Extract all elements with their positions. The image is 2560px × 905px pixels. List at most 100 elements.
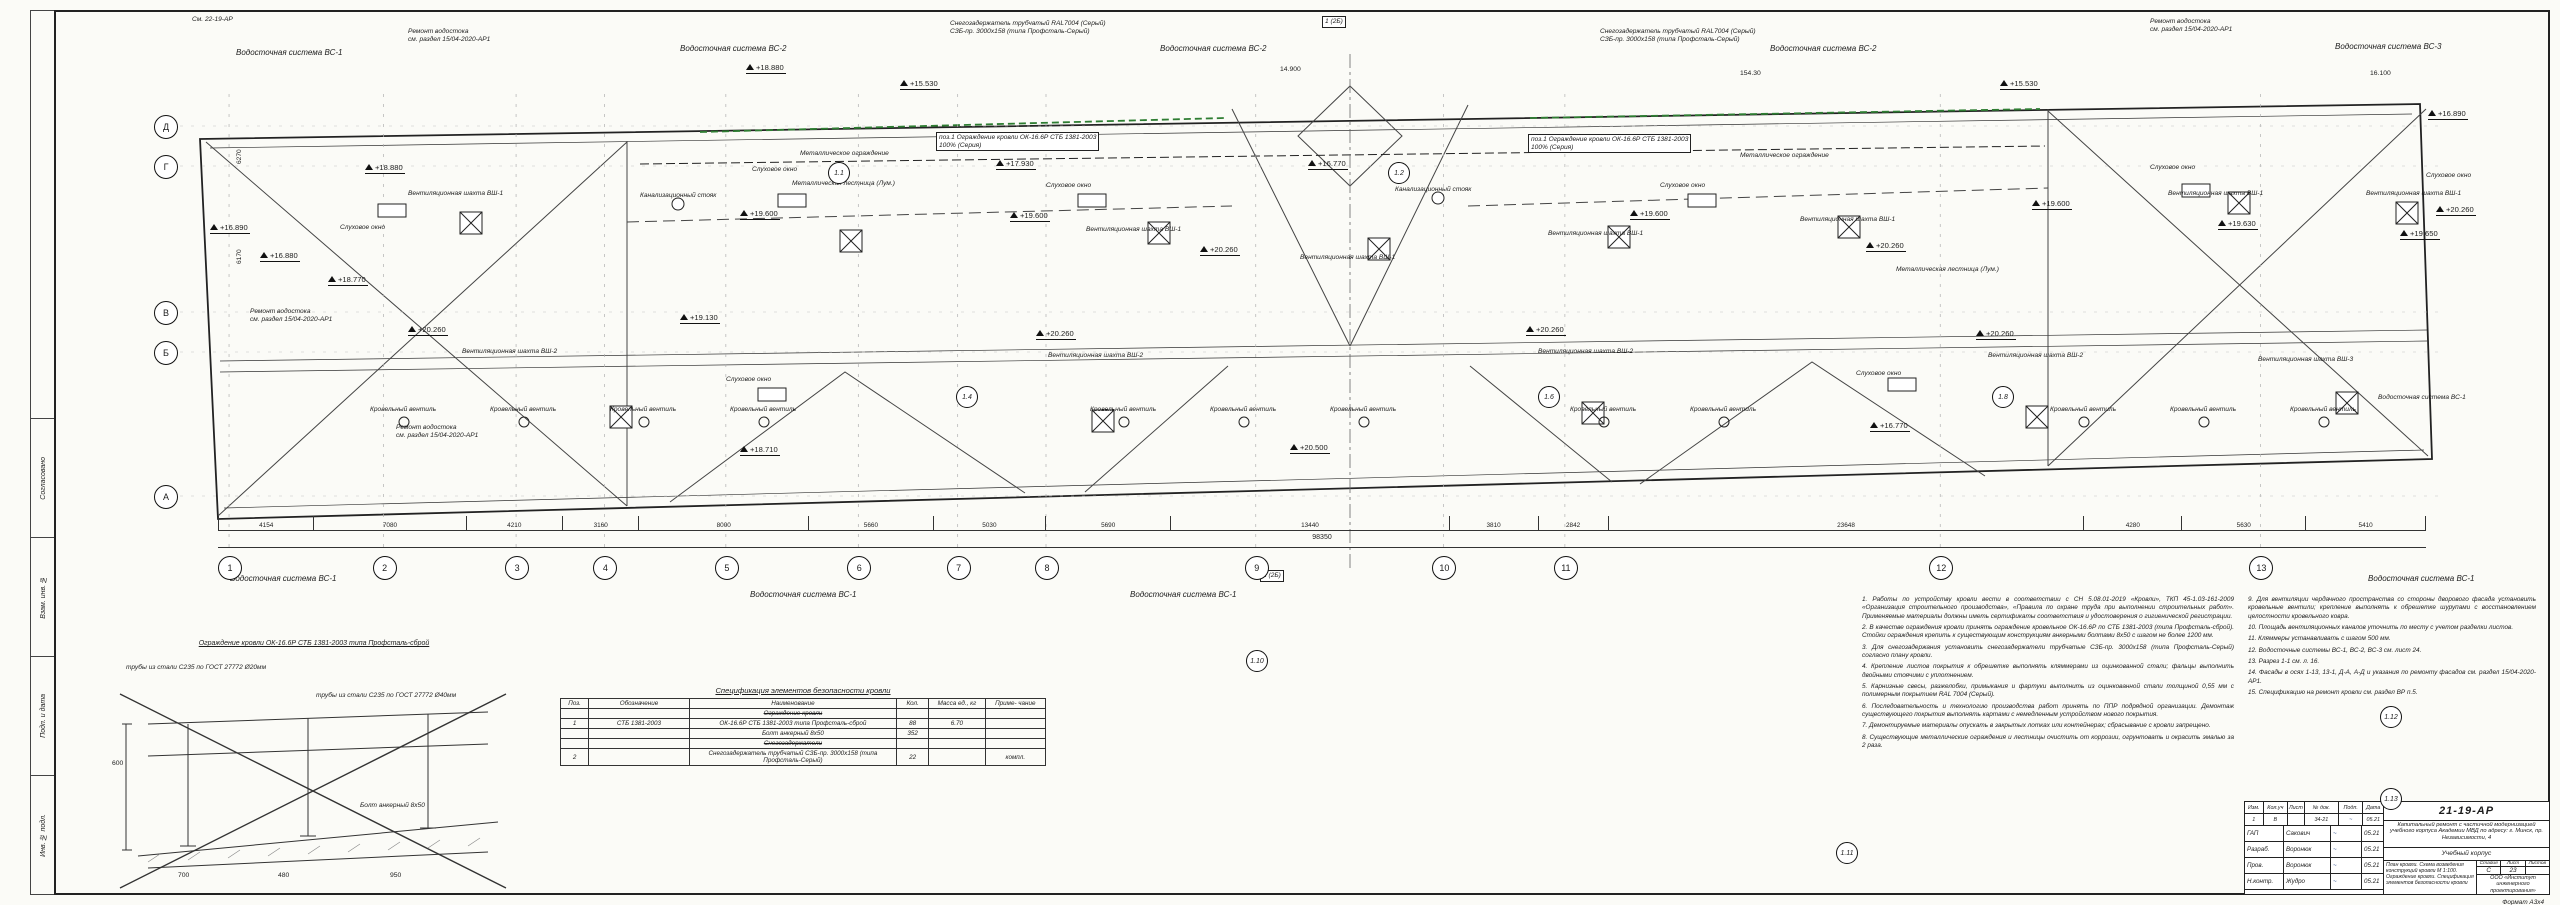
vent-shaft <box>1367 237 1391 261</box>
spec-cell <box>896 708 930 719</box>
rev-row-cell: В <box>2264 814 2289 825</box>
plan-label: Металлическое ограждение <box>1740 152 1829 159</box>
plan-label: Водосточная система ВС-1 <box>236 48 343 57</box>
plan-label: Водосточная система ВС-1 <box>750 590 857 599</box>
dimension-segment: 5030 <box>932 516 1045 530</box>
detail-label: 600 <box>112 760 124 767</box>
rev-header-cell: Лист <box>2288 802 2305 813</box>
plan-label: Ремонт водостока см. раздел 15/04-2020-А… <box>408 28 491 43</box>
vent-shaft <box>609 405 633 429</box>
plan-label: Вентиляционная шахта ВШ-1 <box>1548 230 1644 237</box>
format-label: Формат А3х4 <box>2502 899 2544 905</box>
spec-cell <box>588 708 690 719</box>
roof-vent-label: Кровельный вентиль <box>2050 406 2117 413</box>
spec-cell: 1 <box>559 718 590 729</box>
plan-label: +20.500 <box>1290 443 1330 454</box>
roof-vent <box>758 416 770 428</box>
spec-col-header: Приме- чание <box>984 698 1047 709</box>
sheet-callout: 1.11 <box>1836 842 1858 864</box>
stage-value: С <box>2477 866 2502 874</box>
plan-label: +19.600 <box>1010 211 1050 222</box>
dormer-window <box>1077 193 1107 208</box>
plan-label: +19.600 <box>740 209 780 220</box>
plan-label: +18.880 <box>365 163 405 174</box>
spec-cell: 22 <box>896 748 930 766</box>
spec-cell <box>559 728 590 739</box>
plan-label: +20.260 <box>1200 245 1240 256</box>
axis-circle-bottom: 1 <box>218 556 243 580</box>
dormer-window <box>377 203 407 218</box>
spec-cell: 2 <box>559 748 590 766</box>
plan-label: Водосточная система ВС-2 <box>1770 44 1877 53</box>
plan-label: +18.710 <box>740 445 780 456</box>
plan-label: +15.530 <box>900 79 940 90</box>
note-item: 4. Крепление листов покрытия к обрешетке… <box>1862 663 2234 679</box>
plan-label: Слуховое окно <box>726 376 772 383</box>
left-dimension: 6170 <box>236 249 243 264</box>
side-cell-inv: Инв. № подл. <box>31 776 55 894</box>
note-item: 13. Разрез 1-1 см. л. 16. <box>2248 657 2320 665</box>
plan-label: Водосточная система ВС-2 <box>680 44 787 53</box>
general-notes-left: 1. Работы по устройству кровли вести в с… <box>1862 596 2234 753</box>
roof-vent <box>2318 416 2330 428</box>
plan-label: Снегозадержатель трубчатый RAL7004 (Серы… <box>950 20 1106 35</box>
plan-label: Вентиляционная шахта ВШ-1 <box>1300 254 1396 261</box>
plan-label: +20.260 <box>1866 241 1906 252</box>
sheets-value <box>2526 867 2549 874</box>
sheet-title: План кровли. Схема возведения конструкци… <box>2384 860 2477 894</box>
axis-circle-bottom: 13 <box>2249 556 2274 580</box>
building-outline <box>199 103 2433 520</box>
plan-label: поз.1 Ограждение кровли ОК-16.6Р СТБ 138… <box>1528 134 1692 154</box>
note-item: 5. Карнизные свесы, разжелобки, примыкан… <box>1862 682 2234 699</box>
plan-label: Слуховое окно <box>2426 172 2472 179</box>
rev-header-cell: № док. <box>2305 802 2339 813</box>
role-name: Воронюк <box>2284 842 2331 857</box>
note-item: 12. Водосточные системы ВС-1, ВС-2, ВС-3… <box>2248 646 2422 654</box>
axis-circle-left: Б <box>154 341 178 365</box>
plan-label: +19.630 <box>2218 219 2258 230</box>
rev-row-cell: 1 <box>2245 814 2264 825</box>
roof-plan-svg <box>180 54 2440 569</box>
vent-shaft <box>1147 221 1171 245</box>
roof-vent-label: Кровельный вентиль <box>2170 406 2237 413</box>
snow-guard-lines <box>699 108 2041 133</box>
role-date: 05.21 <box>2364 862 2380 869</box>
roof-vent <box>518 416 530 428</box>
railing-detail-svg <box>119 693 507 889</box>
spec-cell: Снегозадержатели <box>688 738 898 749</box>
side-strip-spacer <box>31 11 55 419</box>
spec-cell <box>928 738 986 749</box>
plan-label: Канализационный стояк <box>1395 186 1472 193</box>
plan-label: Вентиляционная шахта ВШ-1 <box>1800 216 1896 223</box>
note-item: 2. В качестве ограждения кровли принять … <box>1862 623 2234 640</box>
dormer-window <box>2181 183 2211 198</box>
roof-vent-label: Кровельный вентиль <box>730 406 797 413</box>
sheet-callout: 1.12 <box>2380 706 2402 728</box>
spec-table-title: Спецификация элементов безопасности кров… <box>715 686 891 695</box>
dimension-segment: 3810 <box>1448 516 1538 530</box>
dimension-segment: 4280 <box>2083 516 2181 530</box>
detail-label: 950 <box>390 872 402 879</box>
rev-row-cell <box>2288 814 2305 825</box>
spec-cell: Ограждение кровли <box>688 708 898 719</box>
roof-vent <box>1358 416 1370 428</box>
spec-cell <box>896 738 930 749</box>
plan-label: +15.530 <box>2000 79 2040 90</box>
dimension-value: 3810 <box>1486 522 1501 529</box>
project-name: Капитальный ремонт с частичной модерниза… <box>2384 821 2549 848</box>
dimension-value: 5630 <box>2236 522 2251 529</box>
plan-label: +19.600 <box>2032 199 2072 210</box>
roof-vent-label: Кровельный вентиль <box>2290 406 2357 413</box>
spec-cell <box>928 728 986 739</box>
axis-circle-bottom: 10 <box>1432 556 1457 580</box>
dimension-segment: 5410 <box>2305 516 2426 530</box>
plan-label: Канализационный стояк <box>640 192 717 199</box>
object-name: Учебный корпус <box>2384 848 2549 861</box>
stage-label: Стадия <box>2477 860 2502 866</box>
plan-label: +20.260 <box>1976 329 2016 340</box>
